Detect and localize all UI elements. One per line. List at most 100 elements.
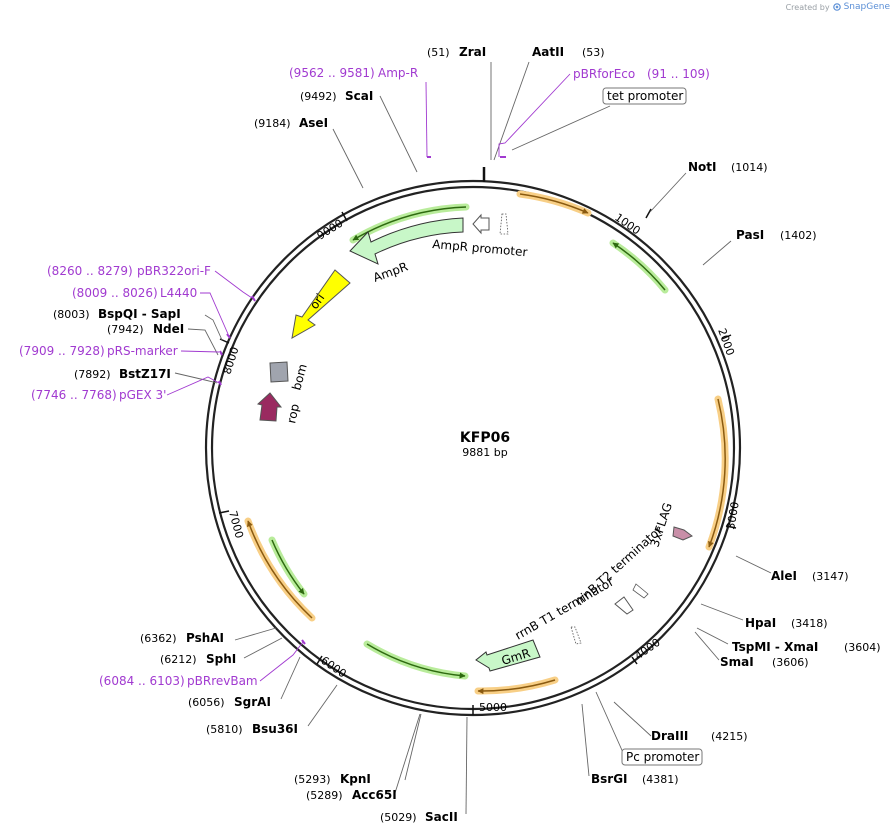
site-zrai-name: ZraI [459, 45, 486, 59]
primer-pbr322ori-f-range: (8260 .. 8279) [47, 264, 133, 278]
site-asei-pos: (9184) [254, 117, 291, 130]
snapgene-credit: Created by SnapGene [786, 2, 890, 12]
orf-arcs-orange [244, 190, 729, 695]
primer-pbrrevbam-range: (6084 .. 6103) [99, 674, 185, 688]
feature-bom-label: bom [289, 362, 309, 391]
leader-lines [166, 61, 772, 815]
site-sphi-pos: (6212) [160, 653, 197, 666]
site-bspqi-sapi-name: BspQI - SapI [98, 307, 181, 321]
site-scai-name: ScaI [345, 89, 373, 103]
site-pshai-pos: (6362) [140, 632, 177, 645]
orf-arc [247, 520, 313, 619]
orf-arc [609, 239, 669, 294]
orf-arc [474, 676, 559, 695]
feature-ampr-promoter-label: AmpR promoter [432, 237, 528, 259]
label-pc-promoter: Pc promoter [626, 750, 699, 764]
site-bspqi-sapi-pos: (8003) [53, 308, 90, 321]
site-aatii-pos: (53) [582, 46, 605, 59]
orf-arc [268, 536, 308, 598]
orf-arc [271, 539, 305, 595]
site-sgrai-name: SgrAI [234, 695, 271, 709]
site-pasi-name: PasI [736, 228, 764, 242]
svg-text:3000: 3000 [724, 501, 742, 531]
orf-arcs-green [268, 203, 669, 680]
site-hpai-name: HpaI [745, 616, 776, 630]
site-bsu36i-pos: (5810) [206, 723, 243, 736]
site-alei-name: AleI [771, 569, 797, 583]
orf-arc [366, 643, 466, 679]
svg-text:5000: 5000 [479, 701, 507, 714]
site-scai-pos: (9492) [300, 90, 337, 103]
site-alei-pos: (3147) [812, 570, 849, 583]
restriction-sites: (51) ZraI AatII (53) NotI (1014) PasI (1… [53, 45, 881, 824]
primer-amp-r-range: (9562 .. 9581) [289, 66, 375, 80]
site-bsu36i-name: Bsu36I [252, 722, 298, 736]
site-noti-name: NotI [688, 160, 717, 174]
tick-8000: 8000 [219, 338, 242, 376]
orf-arc [477, 679, 556, 695]
primer-pgex3-range: (7746 .. 7768) [31, 388, 117, 402]
orf-arc [519, 193, 589, 214]
site-sacii-name: SacII [425, 810, 458, 824]
site-pasi-pos: (1402) [780, 229, 817, 242]
feature-rrnb-t1 [614, 596, 634, 615]
feature-bom [269, 361, 289, 383]
tick-5000: 5000 [472, 701, 507, 715]
site-bsrgi-name: BsrGI [591, 772, 628, 786]
site-bsrgi-pos: (4381) [642, 773, 679, 786]
site-zrai-pos: (51) [427, 46, 450, 59]
site-smai-pos: (3606) [772, 656, 809, 669]
feature-3xflag [672, 526, 693, 541]
primer-l4440-name: L4440 [160, 286, 197, 300]
site-asei-name: AseI [299, 116, 328, 130]
site-aatii-name: AatII [532, 45, 564, 59]
site-tspmi-xmai-pos: (3604) [844, 641, 881, 654]
site-sgrai-pos: (6056) [188, 696, 225, 709]
credit-brand: SnapGene [843, 2, 890, 12]
primer-l4440-range: (8009 .. 8026) [72, 286, 158, 300]
site-kpni-name: KpnI [340, 772, 371, 786]
plasmid-name: KFP06 [460, 430, 510, 446]
boxed-labels: tet promoter Pc promoter [602, 87, 703, 766]
site-acc65i-pos: (5289) [306, 789, 343, 802]
site-draiii-name: DraIII [651, 729, 688, 743]
primer-marks [218, 156, 506, 645]
site-draiii-pos: (4215) [711, 730, 748, 743]
site-hpai-pos: (3418) [791, 617, 828, 630]
primer-amp-r-name: Amp-R [378, 66, 418, 80]
primer-prs-marker-name: pRS-marker [107, 344, 178, 358]
feature-gmr [475, 639, 541, 672]
primer-pbrforeco-name: pBRforEco [573, 67, 635, 81]
site-ndei-name: NdeI [153, 322, 184, 336]
orf-arc [612, 242, 666, 291]
site-bstz17i-pos: (7892) [74, 368, 111, 381]
site-pshai-name: PshAI [186, 631, 224, 645]
primer-labels: (9562 .. 9581) Amp-R pBRforEco (91 .. 10… [19, 66, 710, 688]
site-sacii-pos: (5029) [380, 811, 417, 824]
label-tet-promoter: tet promoter [607, 89, 683, 103]
feature-ori [291, 269, 351, 339]
site-sphi-name: SphI [206, 652, 236, 666]
feature-rop [256, 392, 283, 422]
site-smai-name: SmaI [720, 655, 754, 669]
svg-text:7000: 7000 [226, 509, 246, 539]
primer-pgex3-name: pGEX 3' [119, 388, 166, 402]
feature-rop-label: rop [284, 403, 302, 425]
svg-text:1000: 1000 [612, 211, 642, 238]
site-tspmi-xmai-name: TspMI - XmaI [732, 640, 818, 654]
feature-rrnb-t2 [632, 583, 649, 599]
site-ndei-pos: (7942) [107, 323, 144, 336]
orf-arc [363, 640, 469, 680]
orf-arc [708, 398, 726, 548]
site-noti-pos: (1014) [731, 161, 768, 174]
primer-pbrrevbam-name: pBRrevBam [187, 674, 258, 688]
feature-ampr [349, 217, 464, 265]
credit-prefix: Created by [785, 2, 830, 12]
primer-pbr322ori-f-name: pBR322ori-F [137, 264, 211, 278]
feature-rrnb-t1-label: rrnB T1 terminator [513, 575, 617, 643]
site-kpni-pos: (5293) [294, 773, 331, 786]
orf-arc [352, 206, 467, 241]
svg-text:9000: 9000 [315, 217, 346, 243]
plasmid-length: 9881 bp [462, 446, 507, 459]
